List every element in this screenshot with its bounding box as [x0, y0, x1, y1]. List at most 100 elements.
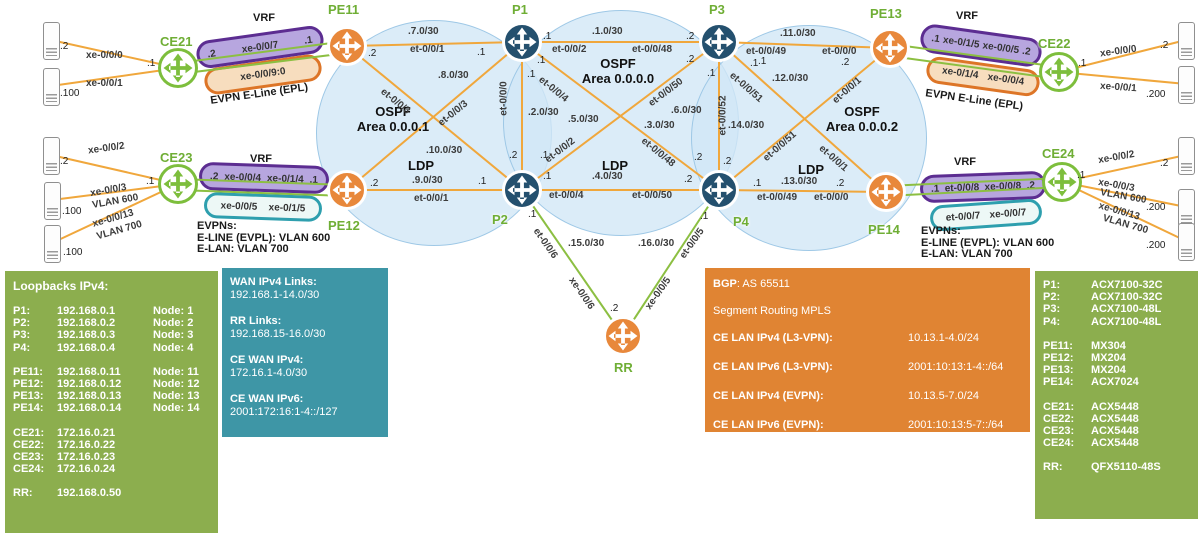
subnet-label: .14.0/30: [728, 120, 765, 131]
subnet-label: .16.0/30: [638, 238, 675, 249]
server-icon: [43, 22, 60, 60]
port-label: xe-0/1/4: [941, 65, 980, 82]
node-label-p3: P3: [709, 2, 725, 17]
port-label: et-0/0/2: [552, 44, 587, 55]
port-label: et-0/0/6: [530, 226, 560, 261]
wan-links-box: WAN IPv4 Links:192.168.1-14.0/30 RR Link…: [222, 268, 388, 437]
port-label: et-0/0/0: [814, 192, 849, 203]
ip-marker: .1: [758, 56, 767, 67]
vrf-title-left: VRF: [253, 12, 275, 24]
table-row: PE11:MX304: [1043, 339, 1126, 352]
table-row: P4:ACX7100-48L: [1043, 315, 1162, 328]
ip-marker: .2: [1160, 40, 1169, 51]
node-ce22: [1040, 53, 1078, 91]
port-label: et-0/0/49: [746, 46, 787, 57]
port-label: xe-0/0/2: [87, 140, 126, 157]
node-label-p4: P4: [733, 214, 749, 229]
bgp-as-line: BGP: AS 65511: [713, 278, 790, 290]
subnet-label: .7.0/30: [408, 26, 439, 37]
node-label-ce21: CE21: [160, 34, 193, 49]
node-label-p1: P1: [512, 2, 528, 17]
subnet-label: .4.0/30: [592, 171, 623, 182]
ip-marker: .200: [1146, 89, 1166, 100]
table-row: CE LAN IPv6 (L3-VPN):2001:10:13:1-4::/64: [713, 361, 1004, 373]
node-ce23: [159, 165, 197, 203]
node-rr: [604, 317, 642, 355]
subnet-label: .1.0/30: [592, 26, 623, 37]
ip-marker: .1: [700, 211, 709, 222]
ospf-area-2-ellipse: [691, 25, 927, 251]
port-label: xe-0/0/4: [986, 71, 1025, 88]
wan-section: CE WAN IPv6:2001:172:16:1-4::/127: [230, 393, 338, 418]
table-row: CE LAN IPv4 (EVPN):10.13.5-7.0/24: [713, 390, 979, 402]
ip-marker: .200: [1146, 202, 1166, 213]
port-label: xe-0/0/6: [566, 275, 597, 312]
server-icon: [43, 137, 60, 175]
ip-marker: .2: [694, 152, 703, 163]
node-label-pe11: PE11: [328, 2, 360, 17]
evpn-pill-ce23-pe12: xe-0/0/5 xe-0/1/5: [203, 191, 323, 223]
port-label: et-0/0/48: [632, 44, 673, 55]
port-label: xe-0/0/8: [984, 180, 1022, 193]
ip-marker: .2: [723, 156, 732, 167]
ip-marker: .200: [1146, 240, 1166, 251]
table-row: CE21:ACX5448: [1043, 400, 1139, 413]
port-label: et-0/0/0: [498, 81, 510, 116]
ip-marker: .1: [753, 178, 762, 189]
bgp-box: BGP: AS 65511 Segment Routing MPLS CE LA…: [705, 268, 1030, 432]
ip-marker: .100: [62, 206, 82, 217]
ip-marker: .2: [60, 41, 69, 52]
hardware-box: P1:ACX7100-32C P2:ACX7100-32C P3:ACX7100…: [1035, 271, 1198, 519]
port-label: xe-0/0/1: [1099, 80, 1138, 95]
ip-marker: .1: [707, 68, 716, 79]
ip-marker: .1: [543, 171, 552, 182]
subnet-label: .6.0/30: [671, 105, 702, 116]
ldp-label-left: LDP: [408, 158, 434, 173]
node-label-pe13: PE13: [870, 6, 902, 21]
hw-group-p: P1:ACX7100-32C P2:ACX7100-32C P3:ACX7100…: [1043, 279, 1190, 328]
port-label: xe-0/1/4: [266, 172, 304, 185]
ip-marker: .2: [836, 178, 845, 189]
port-label: xe-0/1/5: [942, 34, 981, 51]
port-label: xe-0/0/1: [86, 78, 123, 89]
table-row: P3:ACX7100-48L: [1043, 303, 1162, 316]
table-row: CE22:ACX5448: [1043, 412, 1139, 425]
port-label: xe-0/1/5: [268, 201, 306, 214]
ip-marker: .1: [528, 209, 537, 220]
port-label: et-0/0/49: [757, 192, 798, 203]
server-icon: [44, 182, 61, 220]
ip-marker: .1: [527, 69, 536, 80]
subnet-label: .8.0/30: [438, 70, 469, 81]
ip-marker: .1: [146, 176, 155, 187]
vrf-title-ce23: VRF: [250, 153, 272, 165]
port-label: xe-0/0/7: [989, 206, 1027, 221]
port-label: xe-0/0/0: [86, 50, 123, 61]
table-row: CE23:ACX5448: [1043, 425, 1139, 438]
node-label-rr: RR: [614, 360, 633, 375]
evpn-caption-pe14: EVPNs: E-LINE (EVPL): VLAN 600 E-LAN: VL…: [921, 225, 1055, 260]
subnet-label: .12.0/30: [772, 73, 809, 84]
subnet-label: .13.0/30: [781, 176, 818, 187]
ip-marker: .100: [60, 88, 80, 99]
table-row: CE LAN IPv6 (EVPN):2001:10:13:5-7::/64: [713, 419, 1004, 431]
table-row: CE24:ACX5448: [1043, 437, 1139, 450]
marker: .2: [209, 170, 219, 182]
server-icon: [43, 68, 60, 106]
port-label: et-0/0/8: [944, 181, 980, 194]
table-row: CE22:172.16.0.22: [13, 438, 116, 451]
port-label: et-0/0/50: [632, 190, 673, 201]
port-label: xe-0/0/7: [241, 39, 279, 56]
table-row: CE LAN IPv4 (L3-VPN):10.13.1-4.0/24: [713, 332, 979, 344]
table-row: PE12:MX204: [1043, 352, 1126, 365]
ip-marker: .1: [537, 55, 546, 66]
ip-marker: .2: [1160, 158, 1169, 169]
wan-section: CE WAN IPv4:172.16.1-4.0/30: [230, 354, 308, 379]
